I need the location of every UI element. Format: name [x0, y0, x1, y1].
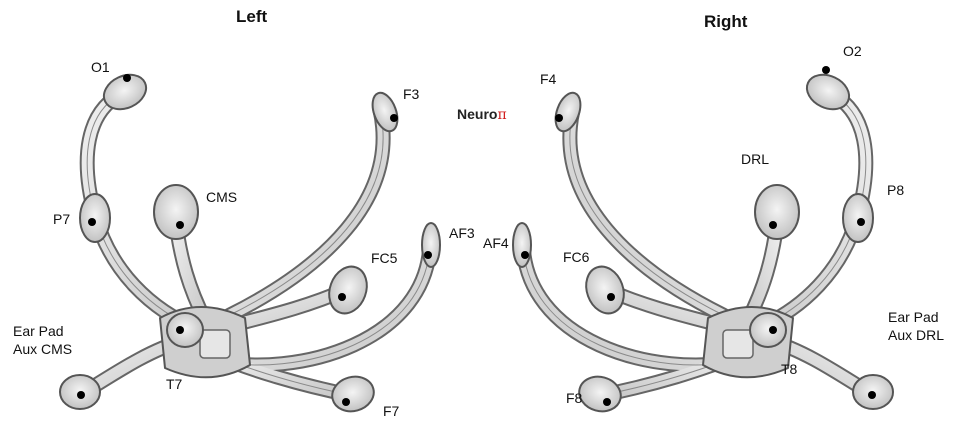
- label-f8: F8: [566, 390, 583, 406]
- heading-left: Left: [236, 7, 268, 26]
- label-t8: T8: [781, 361, 798, 377]
- left-arms-outline: [72, 84, 438, 403]
- label-af4: AF4: [483, 235, 509, 251]
- label-o1: O1: [91, 59, 110, 75]
- label-ear-pad-left: Ear Pad Aux CMS: [13, 323, 72, 358]
- label-f4: F4: [540, 71, 557, 87]
- brand-logo: Neuroπ: [457, 106, 507, 123]
- heading-right: Right: [704, 12, 748, 31]
- left-hub-module: [199, 329, 231, 359]
- label-aux-drl: Aux DRL: [888, 326, 945, 343]
- label-f3: F3: [403, 86, 420, 102]
- right-headset: [512, 66, 894, 413]
- brand-text: Neuro: [457, 106, 498, 122]
- label-p8: P8: [887, 182, 905, 198]
- left-electrode-dots: [77, 74, 432, 406]
- right-arms-outline: [515, 84, 881, 403]
- label-ear-pad-right-line1: Ear Pad: [888, 309, 939, 325]
- brand-pi-symbol: π: [497, 107, 507, 123]
- label-ear-pad-left-line1: Ear Pad: [13, 323, 64, 339]
- label-o2: O2: [843, 43, 862, 59]
- label-aux-cms: Aux CMS: [13, 340, 73, 357]
- label-t7: T7: [166, 376, 183, 392]
- label-fc6: FC6: [563, 249, 590, 265]
- right-electrode-dots: [521, 66, 876, 406]
- label-drl: DRL: [741, 151, 770, 167]
- label-ear-pad-right: Ear Pad Aux DRL: [888, 309, 944, 344]
- label-f7: F7: [383, 403, 400, 419]
- left-headset: [59, 73, 441, 413]
- label-p7: P7: [53, 211, 71, 227]
- right-hub-module: [722, 329, 754, 359]
- label-fc5: FC5: [371, 250, 398, 266]
- label-af3: AF3: [449, 225, 475, 241]
- label-cms: CMS: [206, 189, 238, 205]
